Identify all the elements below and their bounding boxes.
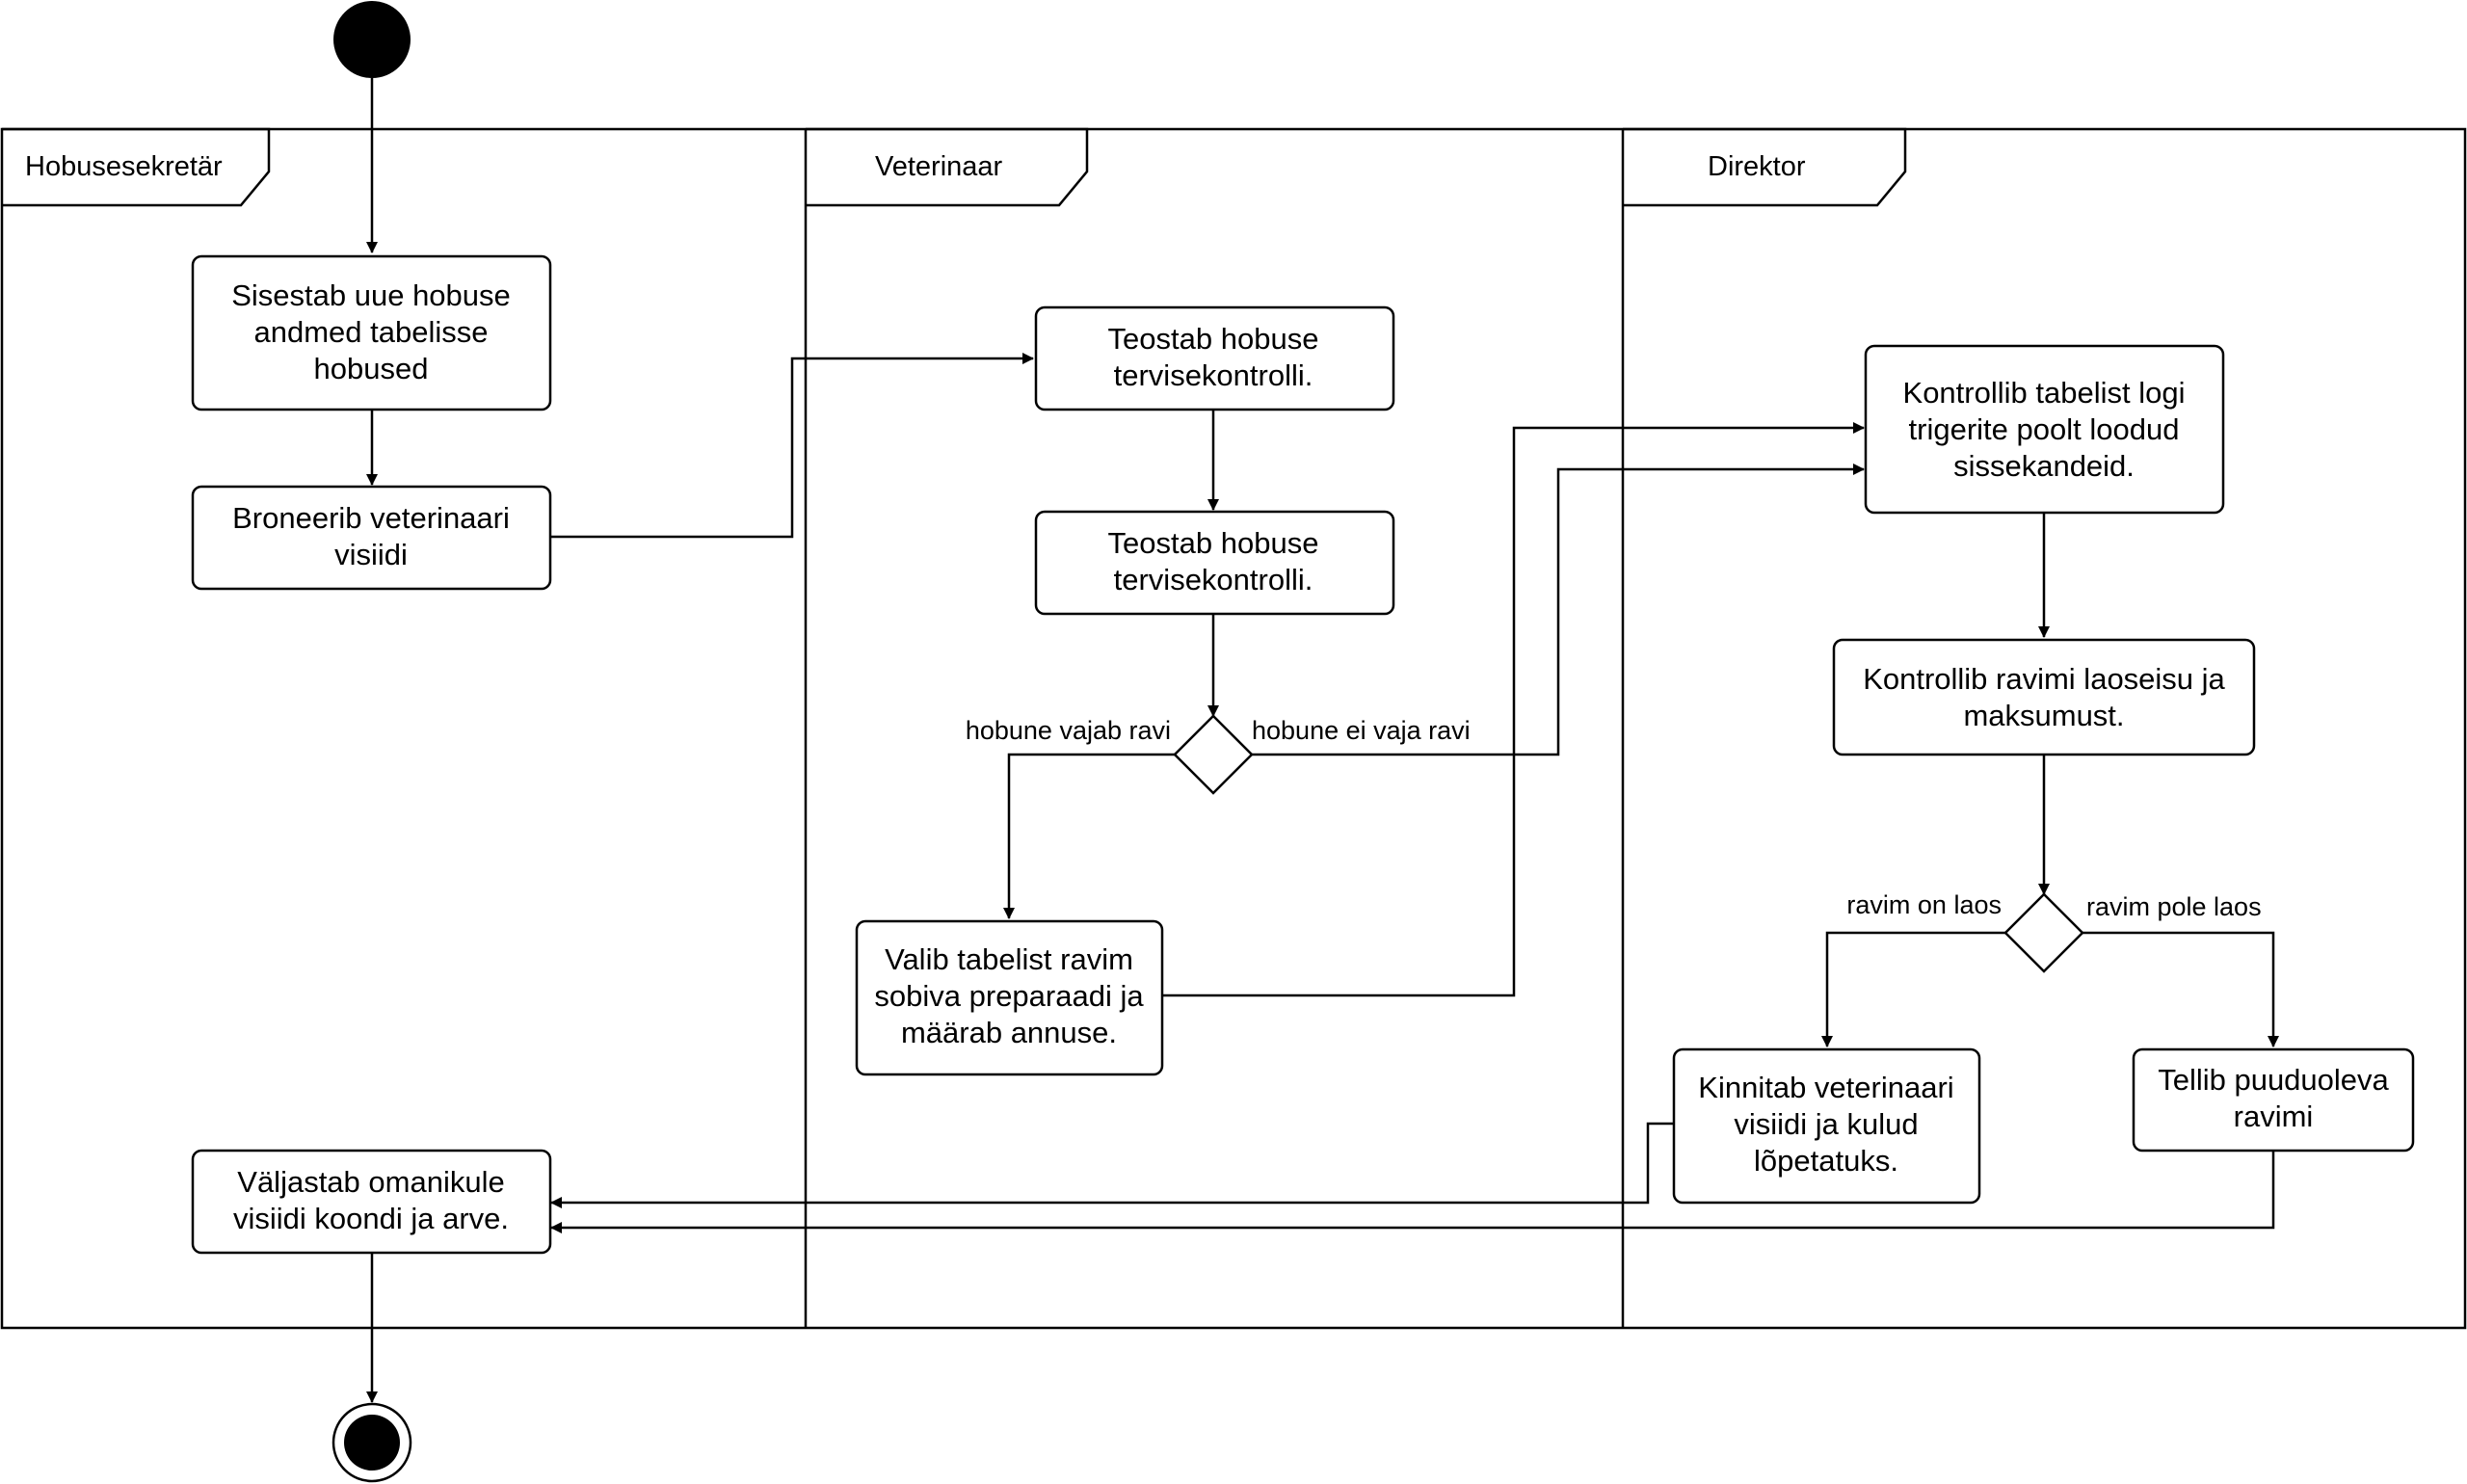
edge-decision-to-order bbox=[2082, 931, 2279, 1047]
label-not-in-stock: ravim pole laos bbox=[2086, 892, 2262, 921]
edge-confirm-to-invoice bbox=[550, 1122, 1674, 1208]
edges bbox=[366, 78, 2279, 1403]
node-enter-data: Sisestab uue hobuse andmed tabelisse hob… bbox=[191, 254, 552, 411]
node-health-check-2-line-1: Teostab hobuse bbox=[1108, 526, 1319, 560]
node-order-medicine-line-2: ravimi bbox=[2234, 1100, 2314, 1133]
node-health-check-1-line-1: Teostab hobuse bbox=[1108, 322, 1319, 356]
node-check-log-line-1: Kontrollib tabelist logi bbox=[1903, 376, 2186, 410]
node-check-log: Kontrollib tabelist logi trigerite poolt… bbox=[1864, 344, 2225, 515]
node-health-check-1-line-2: tervisekontrolli. bbox=[1114, 358, 1313, 392]
node-enter-data-line-2: andmed tabelisse bbox=[254, 315, 489, 349]
node-health-check-1: Teostab hobuse tervisekontrolli. bbox=[1034, 305, 1395, 411]
edge-labels: hobune vajab ravi hobune ei vaja ravi ra… bbox=[966, 716, 2262, 921]
node-choose-medicine-line-3: määrab annuse. bbox=[901, 1016, 1117, 1049]
decision-stock bbox=[2003, 892, 2084, 973]
decision-treatment bbox=[1173, 714, 1254, 795]
node-confirm-visit-line-3: lõpetatuks. bbox=[1754, 1144, 1898, 1178]
label-no-treatment: hobune ei vaja ravi bbox=[1252, 716, 1471, 745]
start-node bbox=[333, 1, 411, 78]
node-issue-invoice-line-2: visiidi koondi ja arve. bbox=[233, 1202, 509, 1235]
end-node bbox=[332, 1402, 412, 1483]
edge-choose-to-log bbox=[1162, 422, 1865, 997]
node-check-stock: Kontrollib ravimi laoseisu ja maksumust. bbox=[1832, 638, 2256, 756]
edge-book-to-check1 bbox=[550, 353, 1034, 539]
edge-decision-to-choose bbox=[1003, 753, 1175, 919]
edge-decision-to-log bbox=[1252, 464, 1865, 756]
node-check-log-line-2: trigerite poolt loodud bbox=[1909, 412, 2180, 446]
node-enter-data-line-1: Sisestab uue hobuse bbox=[231, 278, 511, 312]
node-choose-medicine: Valib tabelist ravim sobiva preparaadi j… bbox=[855, 919, 1164, 1076]
node-confirm-visit-line-1: Kinnitab veterinaari bbox=[1698, 1071, 1953, 1104]
edge-order-to-invoice bbox=[550, 1151, 2275, 1233]
node-check-log-line-3: sissekandeid. bbox=[1953, 449, 2135, 483]
node-choose-medicine-line-1: Valib tabelist ravim bbox=[885, 942, 1133, 976]
swimlane-frame bbox=[0, 127, 2467, 1330]
node-issue-invoice-line-1: Väljastab omanikule bbox=[237, 1165, 504, 1199]
node-confirm-visit: Kinnitab veterinaari visiidi ja kulud lõ… bbox=[1672, 1047, 1981, 1205]
node-check-stock-line-2: maksumust. bbox=[1963, 699, 2124, 732]
node-health-check-2: Teostab hobuse tervisekontrolli. bbox=[1034, 510, 1395, 616]
node-issue-invoice: Väljastab omanikule visiidi koondi ja ar… bbox=[191, 1149, 552, 1255]
node-book-visit-line-2: visiidi bbox=[334, 538, 408, 571]
label-needs-treatment: hobune vajab ravi bbox=[966, 716, 1171, 745]
edge-decision-to-confirm bbox=[1821, 931, 2005, 1047]
lane-title-director: Direktor bbox=[1708, 151, 1806, 182]
node-book-visit: Broneerib veterinaari visiidi bbox=[191, 485, 552, 591]
node-health-check-2-line-2: tervisekontrolli. bbox=[1114, 563, 1313, 596]
node-order-medicine-line-1: Tellib puuduoleva bbox=[2158, 1063, 2389, 1097]
node-check-stock-line-1: Kontrollib ravimi laoseisu ja bbox=[1863, 662, 2225, 696]
node-choose-medicine-line-2: sobiva preparaadi ja bbox=[874, 979, 1144, 1013]
lane-director: Direktor bbox=[1623, 127, 1907, 207]
node-book-visit-line-1: Broneerib veterinaari bbox=[232, 501, 510, 535]
node-order-medicine: Tellib puuduoleva ravimi bbox=[2132, 1047, 2415, 1153]
label-in-stock: ravim on laos bbox=[1846, 890, 2002, 919]
lane-secretary: Hobusesekretär bbox=[2, 127, 271, 207]
lane-title-secretary: Hobusesekretär bbox=[25, 151, 223, 182]
node-enter-data-line-3: hobused bbox=[314, 352, 429, 385]
lane-title-vet: Veterinaar bbox=[875, 151, 1003, 182]
lane-vet: Veterinaar bbox=[806, 127, 1089, 207]
node-confirm-visit-line-2: visiidi ja kulud bbox=[1734, 1107, 1918, 1141]
